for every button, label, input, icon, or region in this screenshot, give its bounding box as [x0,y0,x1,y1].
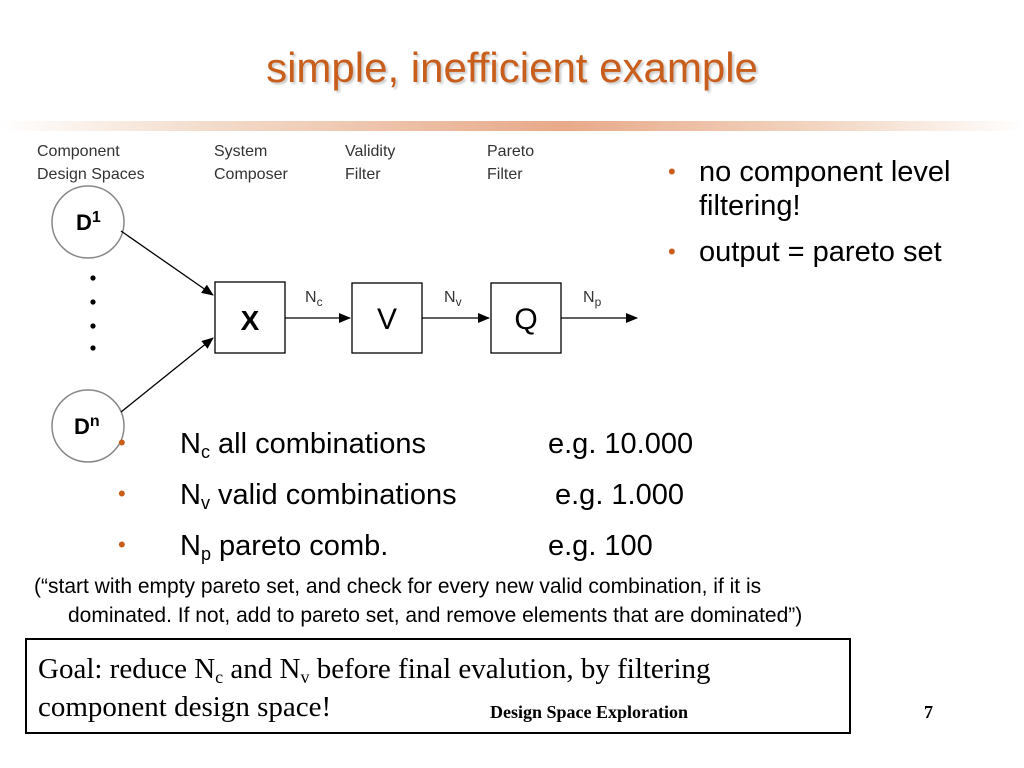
d1-circle [51,185,125,259]
ellipsis-dot [90,275,96,281]
bullet-dot: • [668,159,676,184]
page-number: 7 [924,702,933,722]
ellipsis-dot [90,299,96,305]
dn-to-composer-arrow [120,337,214,413]
stage-label-line1: Pareto [487,143,534,160]
stage-label-line2: Composer [214,166,288,183]
nc-edge-label: Nc [305,289,323,309]
ellipsis-dot [90,345,96,351]
stage-label-line1: Component [37,143,120,160]
bullet-text: output = pareto set [699,236,942,268]
pareto-box-label: Q [514,303,537,336]
bullet-dot: • [118,532,126,557]
title-divider [0,121,1024,131]
composer-box-label: X [241,305,260,336]
bullet-item: • no component level filtering! [668,155,1008,223]
stage-label-line2: Filter [345,166,381,183]
note-line: dominated. If not, add to pareto set, an… [68,604,803,627]
ellipsis-dot [90,323,96,329]
bullet-dot: • [118,481,126,506]
pareto-filter-box [490,282,562,354]
np-edge-label: Np [583,289,602,309]
validity-box-label: V [377,303,397,336]
d1-to-composer-arrow [120,230,214,296]
stage-label-line1: Validity [345,143,395,160]
stage-label-line1: System [214,143,267,160]
slide-title: simple, inefficient example [266,44,758,91]
nv-edge-label: Nv [444,289,462,309]
note-line: (“start with empty pareto set, and check… [34,575,762,598]
bullet-dot: • [118,430,126,455]
stage-label-line2: Design Spaces [37,166,145,183]
bullet-dot: • [668,239,676,264]
dn-label: Dn [74,413,100,439]
design-flow-diagram: Component Design Spaces System Composer … [37,143,638,463]
count-description: Np pareto comb. [180,530,389,564]
summary-bullets: • no component level filtering! • output… [668,155,1008,281]
stage-label-line2: Filter [487,166,523,183]
algorithm-note: (“start with empty pareto set, and check… [34,572,994,630]
count-example: e.g. 1.000 [555,479,684,511]
bullet-item: • output = pareto set [668,235,1008,269]
count-description: Nv valid combinations [180,479,457,513]
goal-box: Goal: reduce Nc and Nv before final eval… [25,638,851,734]
goal-line: component design space! [38,691,332,723]
d1-label: D1 [76,209,101,235]
count-description: Nc all combinations [180,428,426,462]
count-example: e.g. 10.000 [548,428,694,460]
dn-circle [51,389,125,463]
count-example: e.g. 100 [548,530,653,562]
bullet-text: no component level filtering! [699,156,951,222]
goal-line: Goal: reduce Nc and Nv before final eval… [38,653,711,687]
footer-title: Design Space Exploration [490,702,689,722]
